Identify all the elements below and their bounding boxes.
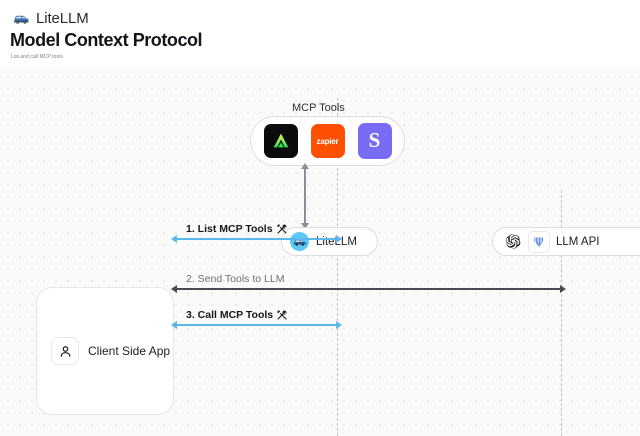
brand: LiteLLM: [12, 8, 89, 28]
slack-tool-label: S: [368, 127, 381, 152]
node-client-label: Client Side App: [88, 344, 171, 358]
zapier-tool-icon[interactable]: zapier: [310, 124, 345, 158]
mcp-tools-group[interactable]: zapier S: [250, 116, 405, 166]
flow-label-3: 3. Call MCP Tools: [186, 309, 288, 321]
lifeline-litellm: [337, 98, 338, 436]
flow-label-2: 2. Send Tools to LLM: [186, 273, 284, 285]
node-llm-api[interactable]: LLM API: [492, 227, 640, 256]
anthropic-icon: [528, 230, 550, 253]
page-subtitle: List and call MCP tools: [11, 54, 63, 60]
arrowhead-left-icon: [171, 321, 177, 329]
anthropic-tool-icon[interactable]: [263, 124, 298, 158]
flow-litellm-mcp: [301, 163, 309, 229]
node-client-side-app[interactable]: Client Side App: [36, 287, 174, 415]
tools-icon: [276, 224, 287, 234]
user-glyph-icon: [60, 345, 70, 357]
litellm-car-icon: [13, 15, 29, 24]
flow-label-1: 1. List MCP Tools: [186, 223, 288, 235]
node-llm-api-label: LLM API: [556, 235, 600, 248]
anthropic-glyph-icon: [273, 133, 288, 148]
arrowhead-right-icon: [560, 285, 566, 293]
flow-list-mcp-tools: [171, 235, 342, 243]
slack-tool-icon[interactable]: S: [357, 123, 392, 159]
arrowhead-right-icon: [336, 321, 342, 329]
diagram-canvas[interactable]: MCP Tools zapier: [0, 66, 640, 436]
flow-call-mcp-tools: [171, 321, 342, 329]
litellm-avatar-icon: [290, 232, 309, 251]
flow-label-2-text: 2. Send Tools to LLM: [186, 273, 285, 285]
lifeline-llm-api: [561, 190, 562, 436]
user-icon: [51, 337, 79, 365]
page-title: Model Context Protocol: [10, 30, 203, 50]
node-litellm[interactable]: LiteLLM: [281, 227, 378, 256]
litellm-car-glyph-icon: [293, 239, 306, 246]
arrowhead-up-icon: [301, 163, 309, 169]
openai-icon: [502, 232, 522, 252]
zapier-tool-label: zapier: [316, 136, 339, 146]
tools-icon: [277, 310, 287, 320]
flow-send-tools-to-llm: [171, 285, 566, 293]
mcp-tools-label: MCP Tools: [292, 102, 345, 114]
flow-label-3-text: 3. Call MCP Tools: [186, 309, 274, 321]
brand-name: LiteLLM: [36, 9, 89, 27]
openai-glyph-icon: [505, 234, 520, 249]
arrowhead-left-icon: [171, 285, 177, 293]
arrowhead-down-icon: [301, 223, 309, 229]
flow-label-1-text: 1. List MCP Tools: [186, 223, 273, 235]
arrowhead-left-icon: [171, 235, 177, 243]
arrowhead-right-icon: [336, 235, 342, 243]
anthropic-glyph-blue-icon: [534, 236, 543, 247]
